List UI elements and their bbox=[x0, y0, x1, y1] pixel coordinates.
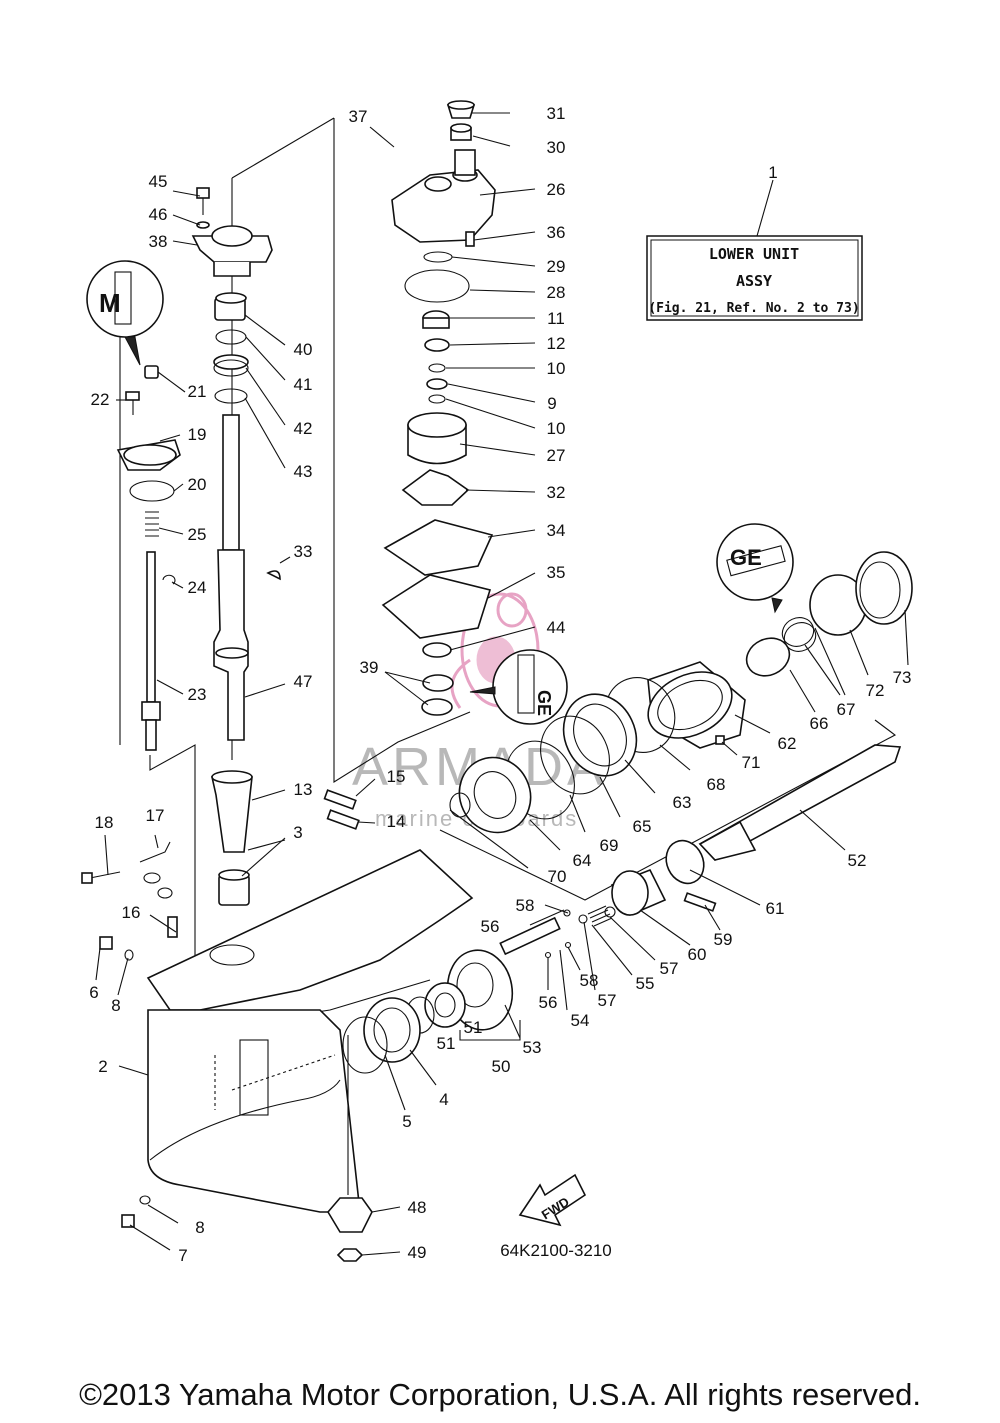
callout-11: 11 bbox=[547, 309, 565, 328]
callout-3: 3 bbox=[293, 823, 302, 842]
callout-5: 5 bbox=[402, 1112, 411, 1131]
copyright-notice: ©2013 Yamaha Motor Corporation, U.S.A. A… bbox=[79, 1377, 921, 1412]
callout-53: 53 bbox=[523, 1038, 542, 1057]
callout-29: 29 bbox=[547, 257, 566, 276]
callout-63: 63 bbox=[673, 793, 692, 812]
callout-22: 22 bbox=[91, 390, 110, 409]
callout-48: 48 bbox=[408, 1198, 427, 1217]
callout-66: 66 bbox=[810, 714, 829, 733]
callout-25: 25 bbox=[188, 525, 207, 544]
callout-8a: 8 bbox=[111, 996, 120, 1015]
callout-26: 26 bbox=[547, 180, 566, 199]
assembly-box-line3: (Fig. 21, Ref. No. 2 to 73) bbox=[648, 301, 859, 316]
callout-7: 7 bbox=[178, 1246, 187, 1265]
callout-52: 52 bbox=[848, 851, 867, 870]
callout-10b: 10 bbox=[547, 419, 566, 438]
callout-4: 4 bbox=[439, 1090, 448, 1109]
callout-51a: 51 bbox=[437, 1034, 456, 1053]
leader-lines bbox=[95, 112, 909, 1256]
callout-28: 28 bbox=[547, 283, 566, 302]
callout-44: 44 bbox=[547, 618, 566, 637]
callout-36: 36 bbox=[547, 223, 566, 242]
callout-42: 42 bbox=[294, 419, 313, 438]
sealant-marker-center: GE bbox=[534, 690, 554, 716]
callout-6: 6 bbox=[89, 983, 98, 1002]
sealant-marker-right: GE bbox=[730, 545, 762, 570]
callout-46: 46 bbox=[149, 205, 168, 224]
callout-64: 64 bbox=[573, 851, 592, 870]
callout-71: 71 bbox=[742, 753, 761, 772]
callout-20: 20 bbox=[188, 475, 207, 494]
callout-67: 67 bbox=[837, 700, 856, 719]
callout-8b: 8 bbox=[195, 1218, 204, 1237]
callout-10a: 10 bbox=[547, 359, 566, 378]
callout-69: 69 bbox=[600, 836, 619, 855]
callout-49: 49 bbox=[408, 1243, 427, 1262]
callout-73: 73 bbox=[893, 668, 912, 687]
callout-57a: 57 bbox=[598, 991, 617, 1010]
callout-18: 18 bbox=[95, 813, 114, 832]
callout-54: 54 bbox=[571, 1011, 590, 1030]
diagram-code: 64K2100-3210 bbox=[500, 1241, 612, 1260]
callout-45: 45 bbox=[149, 172, 168, 191]
callout-62: 62 bbox=[778, 734, 797, 753]
callout-61: 61 bbox=[766, 899, 785, 918]
callout-37: 37 bbox=[349, 107, 368, 126]
callout-15: 15 bbox=[387, 767, 406, 786]
assembly-reference-box: LOWER UNIT ASSY (Fig. 21, Ref. No. 2 to … bbox=[646, 179, 863, 321]
assembly-box-line2: ASSY bbox=[736, 272, 772, 290]
callout-56b: 56 bbox=[539, 993, 558, 1012]
callout-51b: 51 bbox=[464, 1018, 483, 1037]
callout-27: 27 bbox=[547, 446, 566, 465]
callout-57b: 57 bbox=[660, 959, 679, 978]
callout-23: 23 bbox=[188, 685, 207, 704]
assembly-box-line1: LOWER UNIT bbox=[709, 245, 799, 263]
callout-30: 30 bbox=[547, 138, 566, 157]
callout-55: 55 bbox=[636, 974, 655, 993]
parts-drawing: M bbox=[81, 100, 913, 1262]
callout-16: 16 bbox=[122, 903, 141, 922]
callout-2: 2 bbox=[98, 1057, 107, 1076]
callout-68: 68 bbox=[707, 775, 726, 794]
callout-21: 21 bbox=[188, 382, 207, 401]
callout-33: 33 bbox=[294, 542, 313, 561]
callout-38: 38 bbox=[149, 232, 168, 251]
callout-58a: 58 bbox=[516, 896, 535, 915]
callout-labels: 1 2 3 4 5 6 7 8 8 9 10 10 11 12 13 14 15… bbox=[89, 104, 911, 1265]
callout-65: 65 bbox=[633, 817, 652, 836]
sealant-marker-m: M bbox=[99, 288, 121, 318]
callout-39: 39 bbox=[360, 658, 379, 677]
callout-35: 35 bbox=[547, 563, 566, 582]
callout-31: 31 bbox=[547, 104, 566, 123]
callout-1: 1 bbox=[768, 163, 777, 182]
callout-12: 12 bbox=[547, 334, 566, 353]
callout-24: 24 bbox=[188, 578, 207, 597]
callout-19: 19 bbox=[188, 425, 207, 444]
callout-41: 41 bbox=[294, 375, 313, 394]
callout-14: 14 bbox=[387, 812, 406, 831]
callout-59: 59 bbox=[714, 930, 733, 949]
callout-56a: 56 bbox=[481, 917, 500, 936]
callout-58b: 58 bbox=[580, 971, 599, 990]
callout-9: 9 bbox=[547, 394, 556, 413]
callout-13: 13 bbox=[294, 780, 313, 799]
callout-72: 72 bbox=[866, 681, 885, 700]
callout-47: 47 bbox=[294, 672, 313, 691]
fwd-arrow: FWD bbox=[518, 1173, 587, 1227]
callout-70: 70 bbox=[548, 867, 567, 886]
callout-60: 60 bbox=[688, 945, 707, 964]
callout-50: 50 bbox=[492, 1057, 511, 1076]
callout-32: 32 bbox=[547, 483, 566, 502]
callout-34: 34 bbox=[547, 521, 566, 540]
callout-17: 17 bbox=[146, 806, 165, 825]
callout-43: 43 bbox=[294, 462, 313, 481]
callout-40: 40 bbox=[294, 340, 313, 359]
